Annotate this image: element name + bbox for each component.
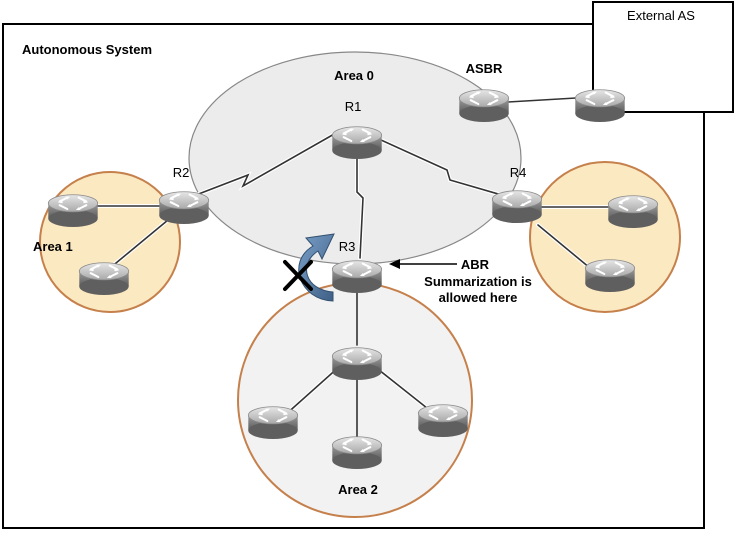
block-x-icon bbox=[283, 260, 313, 291]
abr-note-line1: ABR bbox=[461, 257, 490, 272]
autonomous-system-title: Autonomous System bbox=[22, 42, 152, 57]
arrow-left-icon bbox=[389, 259, 457, 269]
router-icon-area1-a bbox=[47, 193, 99, 229]
router-label-r2: R2 bbox=[173, 165, 190, 180]
router-icon-external bbox=[574, 88, 626, 124]
router-icon-area2-left bbox=[247, 405, 299, 441]
router-icon-area2-bottom bbox=[331, 435, 383, 471]
router-icon-area2-hub bbox=[331, 346, 383, 382]
abr-note-line2: Summarization is bbox=[424, 274, 532, 289]
router-icon-area2-right bbox=[417, 403, 469, 439]
router-icon-r4 bbox=[491, 189, 543, 225]
area-0-label: Area 0 bbox=[334, 68, 374, 83]
external-as-label: External AS bbox=[627, 8, 695, 23]
router-label-asbr: ASBR bbox=[466, 61, 503, 76]
router-icon-area4-a bbox=[607, 194, 659, 230]
link-asbr-external bbox=[507, 97, 577, 103]
router-label-r1: R1 bbox=[345, 99, 362, 114]
router-icon-area1-b bbox=[78, 261, 130, 297]
area-2-label: Area 2 bbox=[338, 482, 378, 497]
router-icon-asbr bbox=[458, 88, 510, 124]
router-label-r4: R4 bbox=[510, 165, 527, 180]
area-1-label: Area 1 bbox=[33, 239, 73, 254]
router-icon-r1 bbox=[331, 125, 383, 161]
abr-note-line3: allowed here bbox=[439, 290, 518, 305]
router-icon-r2 bbox=[158, 190, 210, 226]
router-label-r3: R3 bbox=[339, 239, 356, 254]
links bbox=[95, 97, 610, 441]
router-icon-area4-b bbox=[584, 258, 636, 294]
router-icon-r3 bbox=[331, 259, 383, 295]
